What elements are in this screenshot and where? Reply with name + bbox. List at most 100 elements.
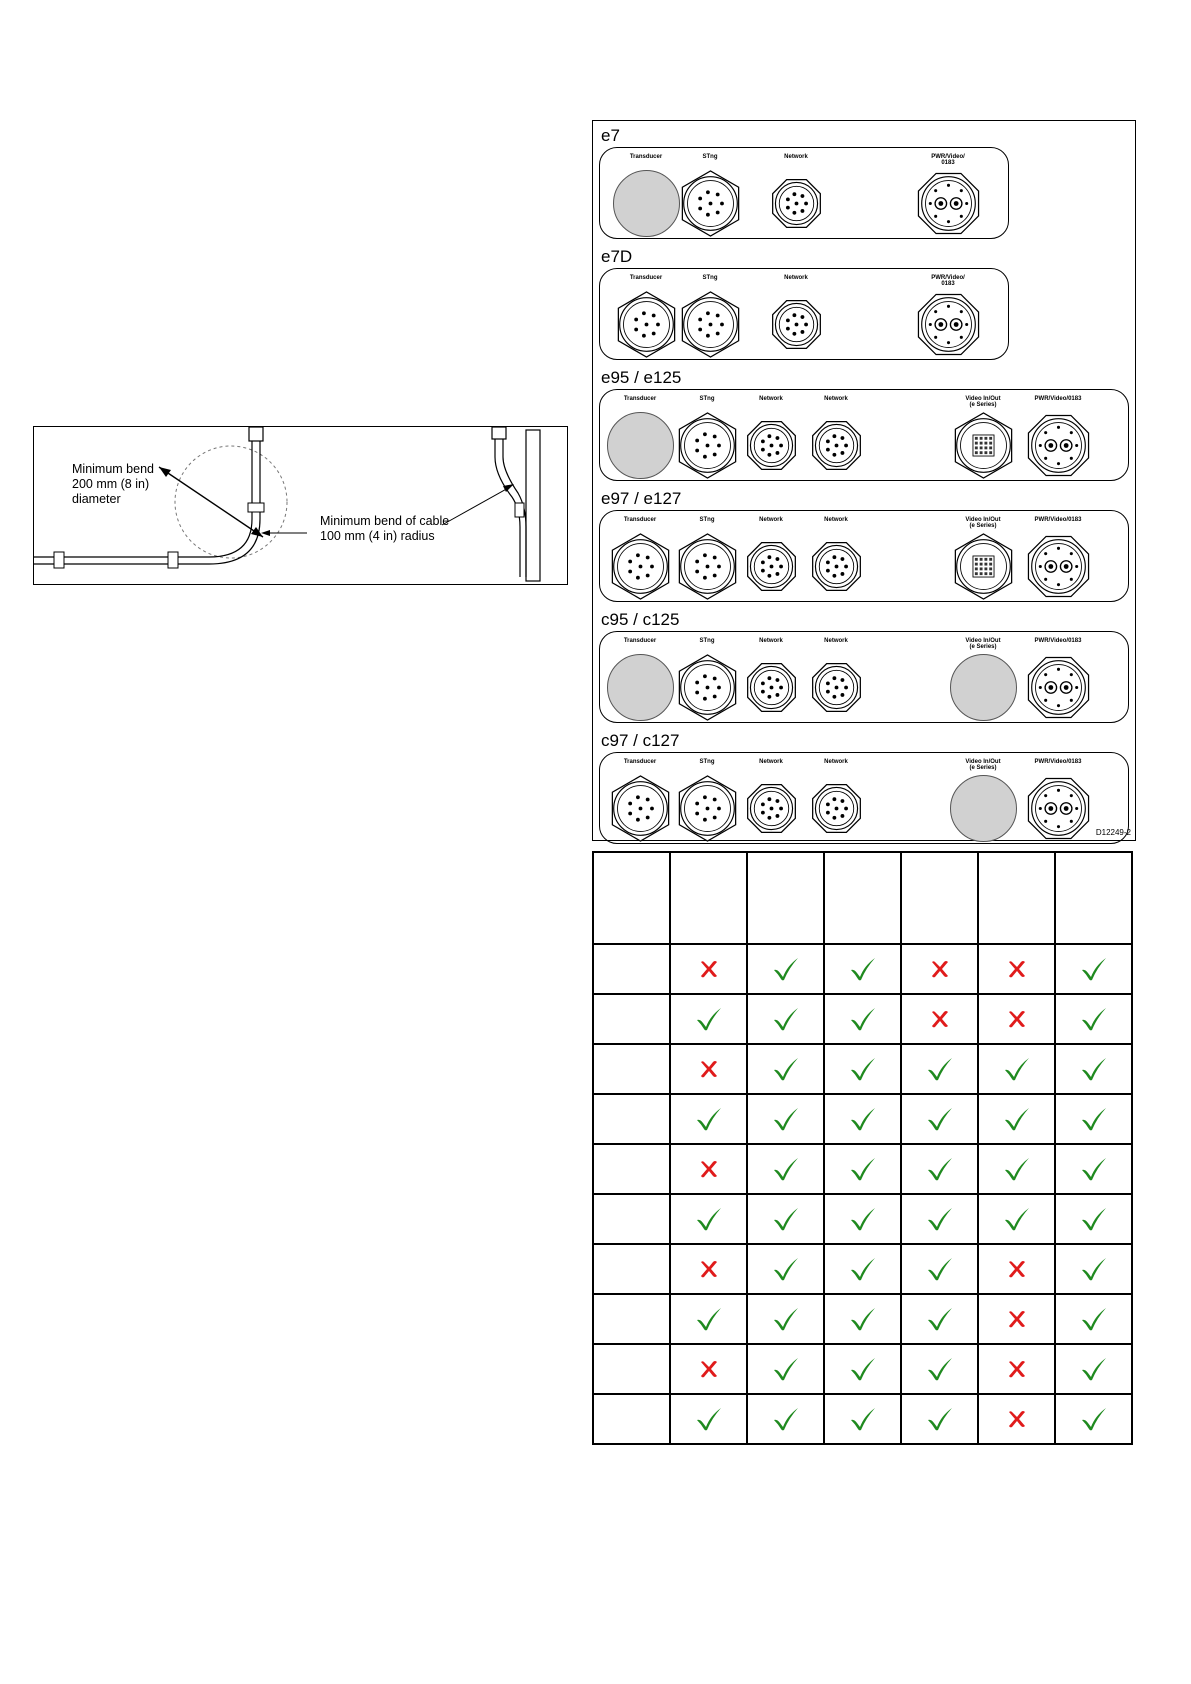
header-cell — [669, 851, 748, 945]
supported-cell — [900, 1243, 979, 1295]
check-mark-icon — [1004, 1158, 1029, 1181]
check-mark-icon — [1081, 1058, 1106, 1081]
cross-mark-icon — [931, 961, 948, 978]
stng-connector-icon — [678, 533, 736, 600]
unsupported-cell — [900, 993, 979, 1045]
model-title: e97 / e127 — [601, 489, 682, 508]
transducer-connector-icon — [611, 533, 669, 600]
connector-stng — [674, 775, 741, 847]
connector-label: Network — [784, 154, 808, 160]
connector-label: Transducer — [629, 275, 663, 281]
check-mark-icon — [850, 1358, 875, 1381]
supported-cell — [900, 1343, 979, 1395]
supported-cell — [823, 1343, 902, 1395]
connector-label: Transducer — [629, 154, 663, 160]
connector-stng — [677, 291, 744, 363]
supported-cell — [746, 1043, 825, 1095]
connector-pwr — [915, 291, 982, 363]
supported-cell — [1054, 1243, 1133, 1295]
table-row — [592, 1343, 1133, 1395]
check-mark-icon — [773, 958, 798, 981]
stng-connector-icon — [681, 170, 739, 237]
row-label-cell — [592, 1043, 671, 1095]
connector-label: PWR/Video/ 0183 — [931, 275, 965, 287]
unsupported-cell — [977, 1243, 1056, 1295]
network-connector-icon — [746, 421, 796, 470]
check-mark-icon — [1081, 1208, 1106, 1231]
table-row — [592, 993, 1133, 1045]
model-title: c97 / c127 — [601, 731, 680, 750]
check-mark-icon — [696, 1308, 721, 1331]
diameter-word-label: diameter — [72, 492, 121, 506]
unsupported-cell — [977, 1393, 1056, 1445]
stng-connector-icon — [681, 291, 739, 358]
supported-cell — [746, 1343, 825, 1395]
connector-label: STng — [702, 275, 718, 281]
network-connector-icon — [811, 542, 861, 591]
check-mark-icon — [1081, 1008, 1106, 1031]
connector-label: Network — [824, 517, 848, 523]
connector-label: Transducer — [623, 759, 657, 765]
table-row — [592, 1243, 1133, 1295]
cross-mark-icon — [1008, 1411, 1025, 1428]
connector-label: Video In/Out (e Series) — [965, 396, 1001, 408]
supported-cell — [823, 1393, 902, 1445]
unsupported-cell — [977, 993, 1056, 1045]
network-connector-icon — [746, 663, 796, 712]
table-row — [592, 1193, 1133, 1245]
table-header-row — [592, 851, 1133, 945]
row-label-cell — [592, 1293, 671, 1345]
pwr-connector-icon — [1027, 656, 1089, 719]
table-row — [592, 943, 1133, 995]
unsupported-cell — [977, 1343, 1056, 1395]
supported-cell — [823, 993, 902, 1045]
connector-label: PWR/Video/0183 — [1034, 638, 1082, 644]
connector-network — [738, 412, 805, 484]
check-mark-icon — [850, 1258, 875, 1281]
check-mark-icon — [773, 1308, 798, 1331]
compatibility-table — [592, 851, 1133, 1445]
supported-cell — [977, 1093, 1056, 1145]
header-cell — [900, 851, 979, 945]
connector-label: Network — [824, 396, 848, 402]
header-cell — [823, 851, 902, 945]
check-mark-icon — [927, 1208, 952, 1231]
connector-transducer — [607, 775, 674, 847]
check-mark-icon — [1081, 1358, 1106, 1381]
stng-connector-icon — [678, 654, 736, 721]
connector-label: STng — [699, 759, 715, 765]
cross-mark-icon — [700, 961, 717, 978]
cable-bend-figure: Minimum bend 200 mm (8 in) diameter Mini… — [33, 426, 568, 585]
check-mark-icon — [773, 1008, 798, 1031]
connector-label: Transducer — [623, 517, 657, 523]
supported-cell — [669, 1393, 748, 1445]
row-label-cell — [592, 1193, 671, 1245]
supported-cell — [977, 1193, 1056, 1245]
check-mark-icon — [927, 1308, 952, 1331]
connector-stng — [674, 533, 741, 605]
supported-cell — [823, 943, 902, 995]
supported-cell — [900, 1043, 979, 1095]
check-mark-icon — [850, 958, 875, 981]
check-mark-icon — [1081, 1258, 1106, 1281]
unsupported-cell — [900, 943, 979, 995]
connector-pwr — [1025, 533, 1092, 605]
connector-transducer — [613, 291, 680, 363]
check-mark-icon — [850, 1108, 875, 1131]
check-mark-icon — [773, 1208, 798, 1231]
check-mark-icon — [927, 1258, 952, 1281]
supported-cell — [823, 1043, 902, 1095]
check-mark-icon — [927, 1108, 952, 1131]
blank-port-cover — [612, 170, 680, 237]
header-cell — [746, 851, 825, 945]
supported-cell — [900, 1393, 979, 1445]
check-mark-icon — [773, 1358, 798, 1381]
supported-cell — [1054, 1043, 1133, 1095]
supported-cell — [669, 1093, 748, 1145]
